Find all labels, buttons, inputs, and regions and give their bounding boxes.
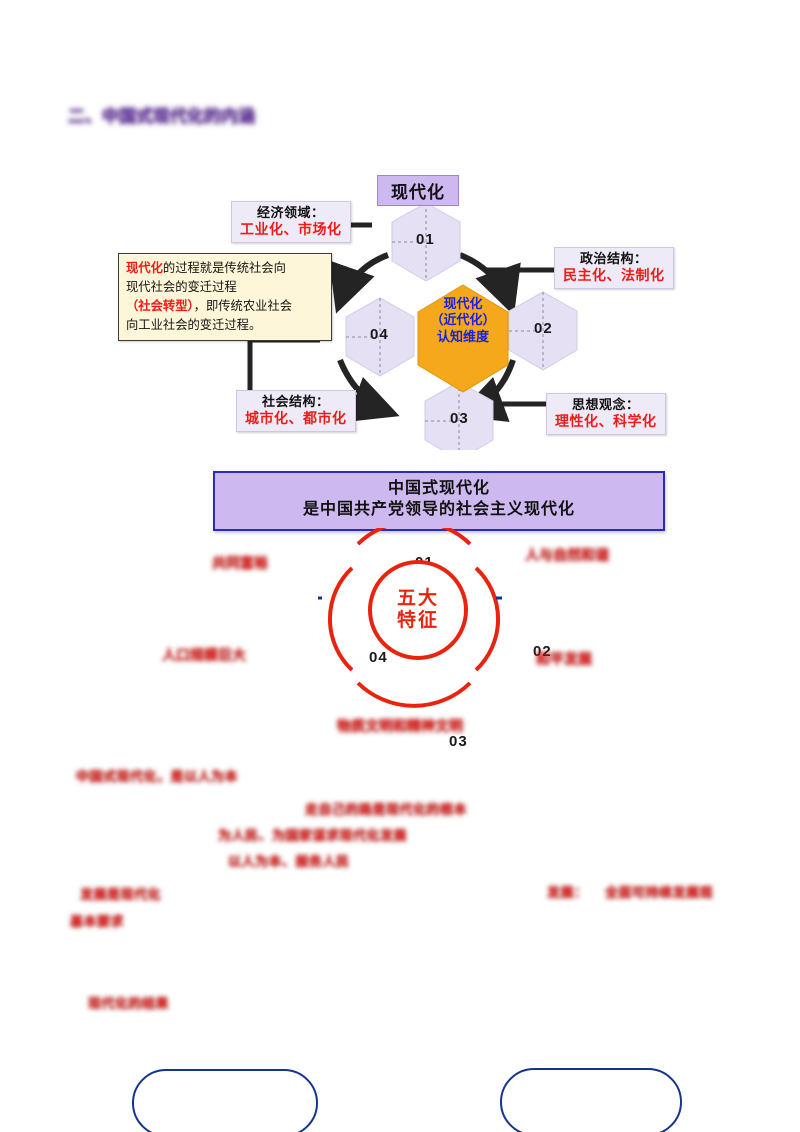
callout-economy-value: 工业化、市场化 [240,220,342,237]
callout-politics-value: 民主化、法制化 [563,266,665,283]
callout-social-key: 社会结构： [261,394,330,409]
center-hexagon-text: 现代化 （近代化） 认知维度 [418,296,508,345]
arc-top [356,528,472,546]
callout-economy-key: 经济领域： [256,205,325,220]
bottom-text-9: 现代化的结果 [88,996,170,1011]
definition-text-4: 向工业社会的变迁过程。 [126,318,262,333]
callout-ideology: 思想观念： 理性化、科学化 [546,393,666,435]
hexagon-03-guides [425,382,460,450]
callout-economy: 经济领域： 工业化、市场化 [231,201,351,243]
bottom-text-4: 以人为本、服务人民 [228,854,350,869]
bottom-text-3: 为人民、为国家谋求现代化发展 [218,828,408,843]
arc-bottom [356,681,472,708]
core-line-1: 五大 [396,588,439,610]
diagram-title-badge: 现代化 [377,175,459,206]
banner-line-2: 是中国共产党领导的社会主义现代化 [302,500,575,518]
callout-politics: 政治结构： 民主化、法制化 [554,247,674,289]
page-title: 二、中国式现代化的内涵 [68,107,255,126]
bottom-text-5: 发展是现代化 [80,887,162,902]
connector-01-to-02 [458,252,521,316]
feature-label-1: 共同富裕 [212,555,268,571]
feature-label-2: 人与自然和谐 [525,547,609,563]
arc-left [328,566,354,672]
feature-label-3: 人口规模巨大 [162,647,246,663]
bottom-text-2: 走自己的路是现代化的根本 [305,802,468,817]
modernization-hexagon-diagram: 01 02 03 04 [0,160,800,750]
bottom-text-1: 中国式现代化，是以人为本 [76,769,239,784]
hexagon-label-02: 02 [533,643,552,660]
feature-pill-1[interactable] [132,1069,318,1132]
chinese-modernization-banner: 中国式现代化 是中国共产党领导的社会主义现代化 [213,471,665,531]
definition-note: 现代化的过程就是传统社会向 现代社会的变迁过程 （社会转型），即传统农业社会 向… [118,253,332,342]
bottom-text-7: 发展： [547,885,588,900]
arc-right [474,566,500,672]
bottom-text-6: 基本要求 [70,914,125,929]
hexagon-label-04: 04 [369,649,388,666]
hexagon-node-03 [424,381,494,450]
banner-line-1: 中国式现代化 [387,480,490,497]
hexagon-01-guides [392,203,427,281]
five-features-diagram [0,528,800,1132]
connector-04-to-03 [337,358,400,422]
hexagon-diagram-svg [247,202,578,450]
definition-text-3: ，即传统农业社会 [193,299,293,314]
feature-label-4: 和平发展 [536,651,592,667]
core-line-2: 特征 [396,610,439,631]
center-line-3: 认知维度 [436,328,489,344]
five-features-core-circle: 五大 特征 [368,560,468,660]
definition-text-2: 现代社会的变迁过程 [126,280,237,295]
connector-01-to-04 [329,252,390,314]
center-hexagon [417,284,509,393]
hex-num-01: 01 [416,231,435,248]
definition-text-1: 的过程就是传统社会向 [162,261,286,275]
definition-highlight-1: 现代化 [126,261,163,275]
hex-num-03: 03 [450,410,469,427]
callout-ideology-value: 理性化、科学化 [555,412,657,429]
hexagon-02-guides [509,292,544,370]
feature-label-5: 物质文明和精神文明 [337,718,463,734]
five-features-core-text: 五大 特征 [397,588,439,632]
callout-social-value: 城市化、都市化 [245,409,347,426]
hex-num-02: 02 [534,320,553,337]
callout-ideology-key: 思想观念： [571,397,640,412]
center-line-2: （近代化） [430,312,496,328]
feature-pill-2[interactable] [500,1068,682,1132]
five-features-svg [318,528,502,708]
center-line-1: 现代化 [443,296,483,311]
definition-highlight-2: （社会转型） [126,299,194,314]
hex-num-04: 04 [370,326,389,343]
bottom-text-8: 全面可持续发展观 [605,885,714,900]
callout-social-structure: 社会结构： 城市化、都市化 [236,390,356,432]
hexagon-label-03: 03 [449,733,468,750]
hexagon-04-guides [346,298,381,376]
callout-politics-key: 政治结构： [579,251,648,266]
